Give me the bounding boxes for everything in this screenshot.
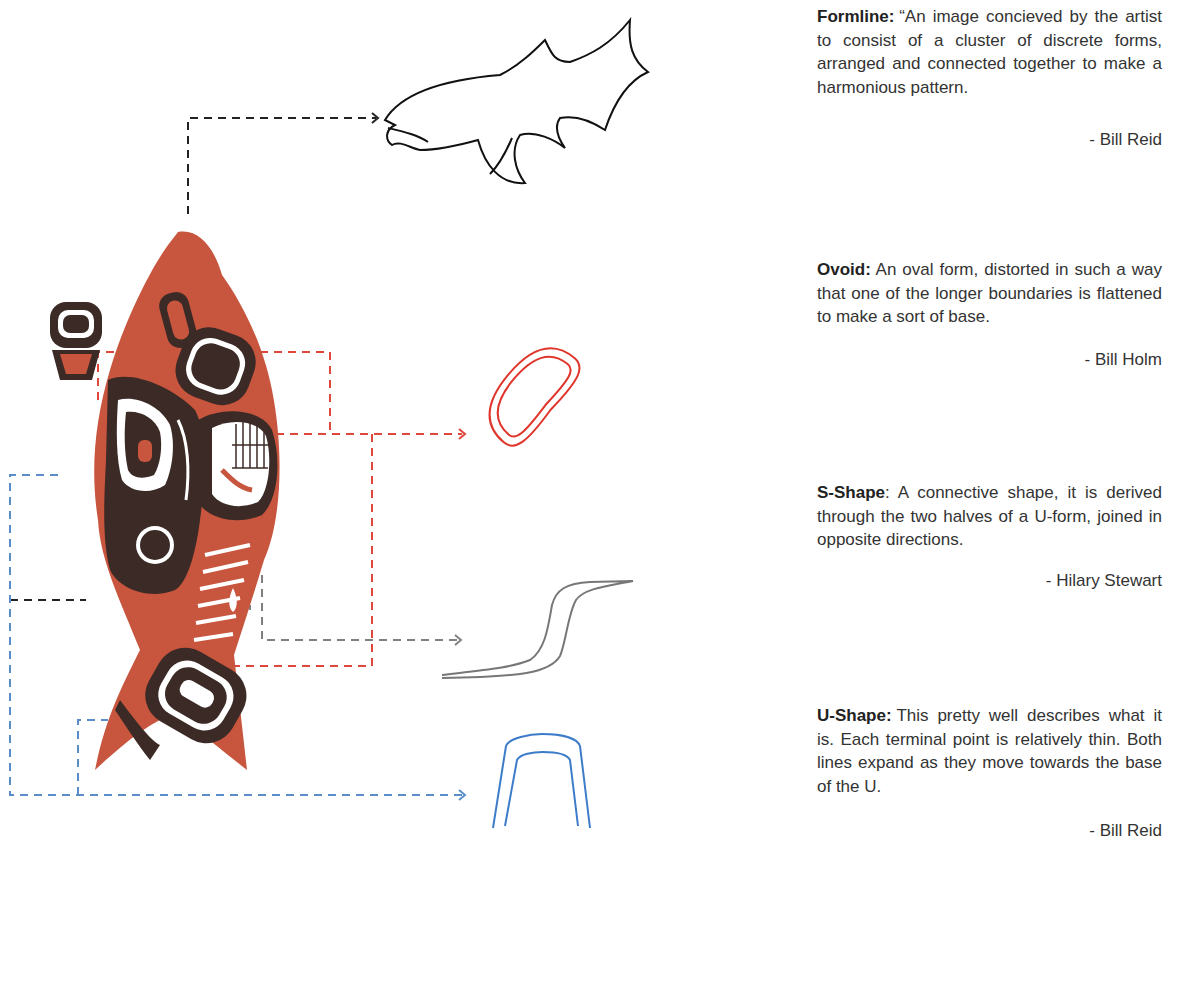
attribution: - Bill Holm (1085, 348, 1162, 372)
definition-paragraph: S-Shape: A connective shape, it is deriv… (817, 481, 1162, 552)
salmon-illustration (50, 232, 280, 770)
ovoid-shape (473, 332, 587, 452)
definition-paragraph: Formline:“An image concieved by the arti… (817, 5, 1162, 99)
arrowhead (372, 113, 378, 123)
leader-line (10, 599, 86, 601)
arrowhead (459, 790, 465, 800)
definition-paragraph: Ovoid:An oval form, distorted in such a … (817, 258, 1162, 329)
arrowhead (459, 429, 465, 439)
term-heading: S-Shape (817, 483, 885, 502)
u-shape (493, 734, 590, 828)
attribution: - Bill Reid (1089, 128, 1162, 152)
attribution: - Bill Reid (1089, 819, 1162, 843)
s-shape (442, 581, 633, 678)
formline-outline (385, 20, 648, 183)
arrowhead (455, 635, 461, 645)
attribution: - Hilary Stewart (1046, 569, 1162, 593)
term-heading: Formline: (817, 7, 894, 26)
term-heading: Ovoid: (817, 260, 871, 279)
leader-line (188, 118, 376, 214)
leader-line (237, 572, 458, 640)
definition-paragraph: U-Shape:This pretty well describes what … (817, 704, 1162, 798)
leader-line (262, 433, 462, 435)
term-heading: U-Shape: (817, 706, 892, 725)
